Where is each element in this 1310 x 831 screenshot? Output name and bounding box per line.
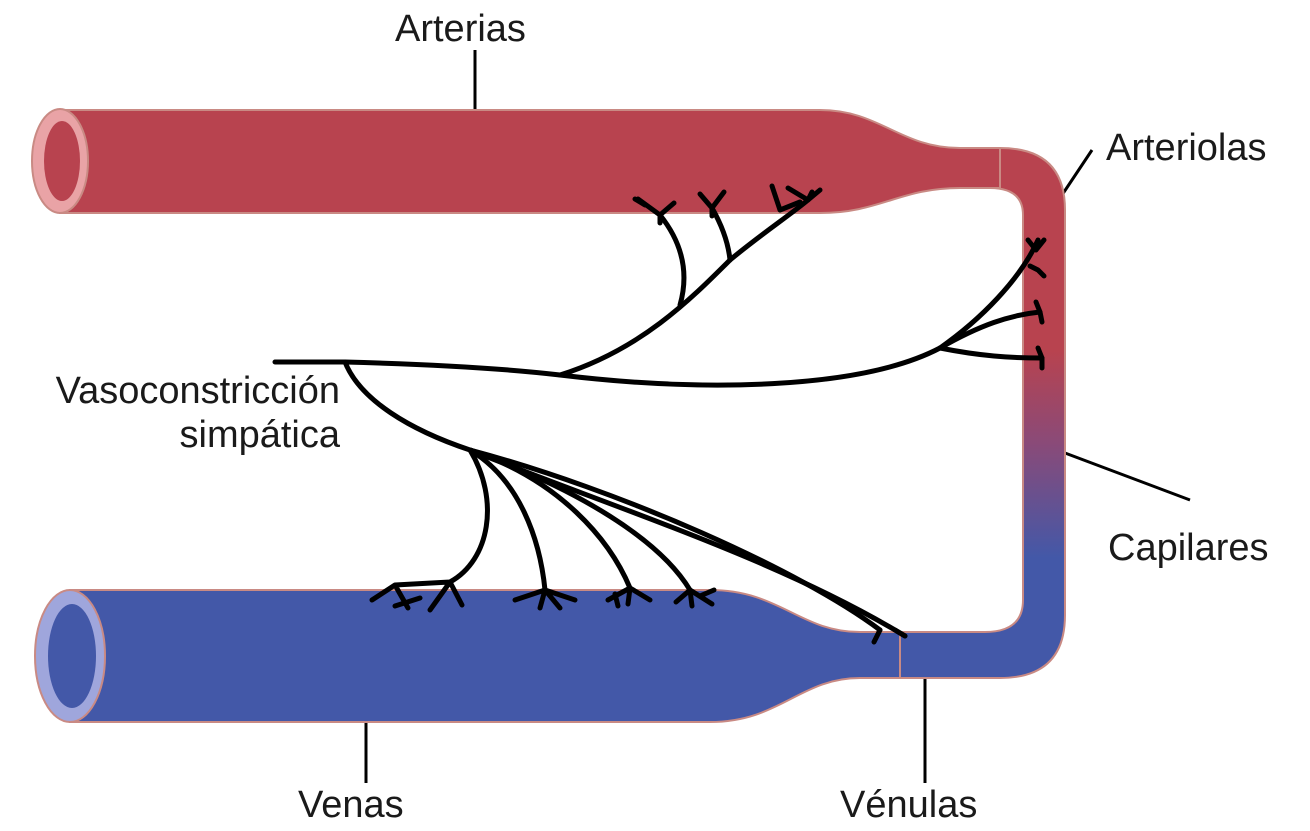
label-arterias: Arterias [395,8,526,52]
label-capilares: Capilares [1108,527,1269,571]
artery-vessel [60,110,1000,213]
label-vasoconstriccion-line2: simpática [8,414,340,458]
label-arteriolas: Arteriolas [1106,127,1267,171]
label-venas: Venas [298,784,404,828]
vein-vessel [70,590,900,722]
vein-lumen [48,604,96,708]
label-vasoconstriccion-simpatica: Vasoconstricción simpática [8,370,340,457]
label-venulas: Vénulas [840,784,977,828]
artery-lumen [44,121,80,201]
capilares-leader-line [1065,453,1190,500]
label-vasoconstriccion-line1: Vasoconstricción [8,370,340,414]
capillary-loop [880,148,1065,678]
sympathetic-nerve-fibers [275,186,1044,642]
